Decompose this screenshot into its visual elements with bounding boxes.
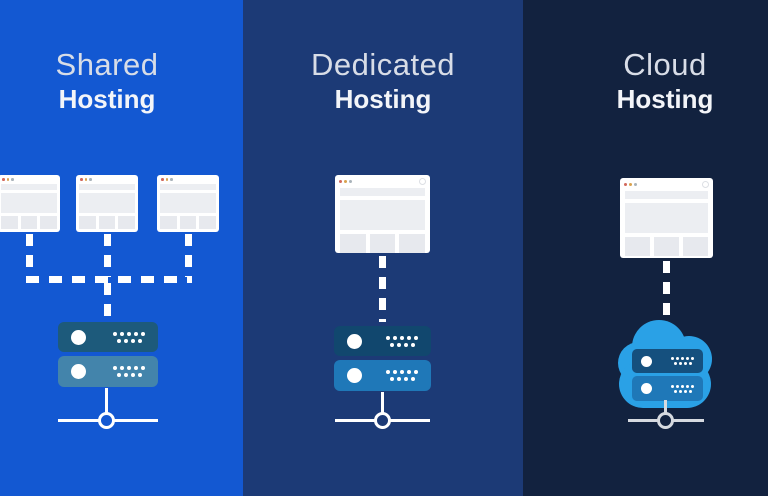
window-dot-gray-icon: [349, 179, 352, 183]
browser-titlebar: [0, 175, 60, 184]
window-dot-yellow-icon: [629, 182, 632, 186]
window-dot-yellow-icon: [84, 178, 87, 181]
client-connection-dashed-line: [185, 234, 192, 277]
browser-navbar: [340, 188, 425, 196]
title-line2: Hosting: [616, 84, 714, 114]
title-line2: Hosting: [334, 84, 432, 114]
browser-footer-blocks: [1, 216, 58, 229]
panel-dedicated-hosting: Dedicated Hosting: [243, 0, 523, 496]
window-dot-red-icon: [2, 178, 5, 181]
window-dot-yellow-icon: [6, 178, 9, 181]
server-led-light: [347, 333, 362, 349]
title-line1: Dedicated: [310, 47, 456, 82]
window-dot-gray-icon: [170, 178, 173, 181]
panel-shared-hosting: Shared Hosting: [0, 0, 243, 496]
client-connection-dashed-line: [104, 234, 111, 277]
browser-titlebar: [76, 175, 138, 184]
browser-content-block: [79, 193, 135, 213]
server-vent-dots: [671, 384, 694, 393]
browser-content-block: [625, 203, 708, 233]
server-led-light: [71, 329, 86, 345]
window-dot-gray-icon: [634, 182, 637, 186]
client-bus-dashed-line: [26, 276, 192, 283]
server-connection-dashed-line: [104, 283, 111, 322]
server-led-light: [641, 355, 652, 367]
server-vent-dots: [113, 331, 145, 343]
network-drop-line: [381, 392, 384, 414]
browser-content-block: [160, 193, 216, 213]
server-led-light: [641, 383, 652, 394]
server-unit-bottom: [632, 376, 703, 401]
browser-titlebar: [335, 175, 430, 187]
network-node-icon: [98, 412, 115, 429]
window-button-icon: [419, 177, 426, 185]
browser-navbar: [79, 184, 135, 190]
browser-navbar: [160, 184, 216, 190]
panel-cloud-hosting: Cloud Hosting: [523, 0, 768, 496]
browser-window-icon: [157, 175, 219, 232]
browser-navbar: [625, 191, 708, 199]
window-dot-gray-icon: [89, 178, 92, 181]
browser-footer-blocks: [160, 216, 217, 229]
browser-content-block: [1, 193, 57, 213]
window-dot-yellow-icon: [344, 179, 347, 183]
window-dot-red-icon: [339, 179, 342, 183]
browser-footer-blocks: [79, 216, 136, 229]
server-unit-top: [58, 322, 158, 352]
window-dot-yellow-icon: [165, 178, 168, 181]
title-line2: Hosting: [58, 84, 156, 114]
server-unit-bottom: [58, 356, 158, 387]
browser-content-block: [340, 200, 425, 230]
server-vent-dots: [386, 335, 418, 347]
server-led-light: [71, 364, 86, 379]
server-connection-dashed-line: [379, 256, 386, 322]
server-rack-icon: [58, 322, 158, 387]
server-rack-icon: [334, 326, 431, 391]
window-dot-red-icon: [80, 178, 83, 181]
browser-footer-blocks: [340, 234, 426, 253]
server-unit-top: [334, 326, 431, 356]
browser-window-icon: [0, 175, 60, 232]
window-dot-red-icon: [161, 178, 164, 181]
cloud-hosting-title: Cloud Hosting: [617, 46, 714, 115]
server-unit-top: [632, 349, 703, 373]
network-drop-line: [664, 400, 667, 414]
server-connection-dashed-line: [663, 261, 670, 319]
title-line1: Shared: [55, 47, 159, 82]
browser-footer-blocks: [625, 237, 708, 256]
dedicated-hosting-title: Dedicated Hosting: [311, 46, 455, 115]
network-node-icon: [374, 412, 391, 429]
server-unit-bottom: [334, 360, 431, 391]
browser-window-icon: [76, 175, 138, 232]
server-led-light: [347, 368, 362, 383]
browser-window-icon: [620, 178, 713, 258]
client-connection-dashed-line: [26, 234, 33, 277]
browser-window-icon: [335, 175, 430, 253]
browser-titlebar: [620, 178, 713, 190]
window-dot-gray-icon: [11, 178, 14, 181]
window-dot-red-icon: [624, 182, 627, 186]
server-vent-dots: [671, 357, 694, 365]
browser-navbar: [1, 184, 57, 190]
network-drop-line: [105, 388, 108, 414]
server-vent-dots: [386, 370, 418, 381]
server-vent-dots: [113, 366, 145, 377]
cloud-server-rack-icon: [632, 349, 703, 401]
shared-hosting-title: Shared Hosting: [56, 46, 159, 115]
title-line1: Cloud: [623, 47, 707, 82]
network-node-icon: [657, 412, 674, 429]
browser-titlebar: [157, 175, 219, 184]
window-button-icon: [702, 180, 709, 188]
